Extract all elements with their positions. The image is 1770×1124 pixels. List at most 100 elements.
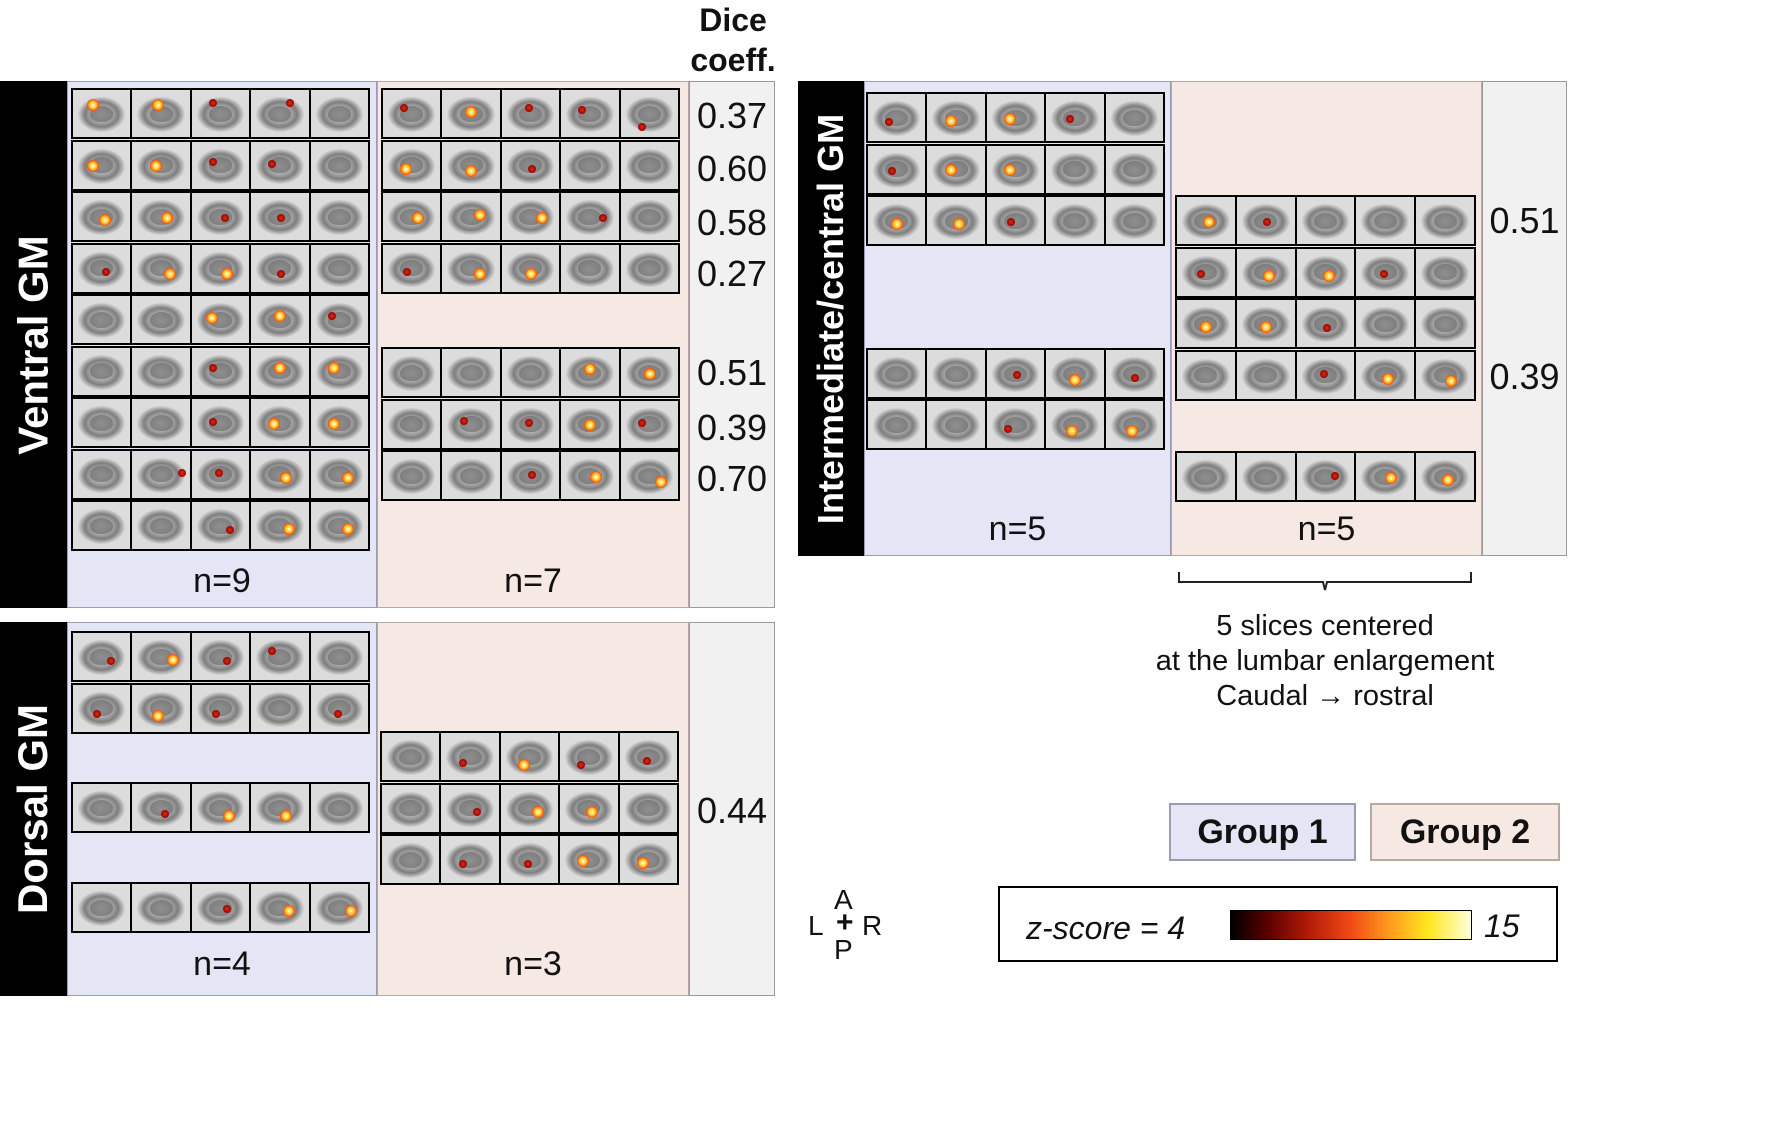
- mri-slice: [927, 197, 985, 244]
- mri-slice: [927, 401, 985, 448]
- mri-slice: [442, 452, 500, 499]
- mri-slice: [132, 684, 190, 732]
- mri-slice: [1177, 248, 1235, 296]
- dorsal-gm-label: Dorsal GM: [9, 703, 57, 915]
- mri-slice: [382, 733, 440, 780]
- activation-blob: [342, 471, 355, 484]
- mri-slice: [619, 784, 678, 832]
- activation-blob: [400, 104, 409, 113]
- intermediate-dice-value: 0.51: [1489, 200, 1560, 241]
- activation-blob: [274, 361, 287, 374]
- mri-slice: [132, 141, 190, 189]
- slice-strip: [380, 782, 679, 834]
- activation-blob: [98, 214, 111, 227]
- activation-blob: [277, 270, 286, 279]
- mri-slice: [1416, 300, 1474, 347]
- zscore-colorbar: [1230, 910, 1472, 940]
- mri-slice: [310, 684, 369, 732]
- mri-slice: [1416, 351, 1474, 399]
- mri-slice: [251, 399, 309, 446]
- activation-blob: [1125, 424, 1138, 437]
- mri-slice: [382, 784, 440, 832]
- mri-slice: [561, 400, 619, 448]
- mri-slice: [251, 784, 309, 831]
- slice-strip: [381, 191, 680, 242]
- mri-slice: [441, 784, 499, 832]
- mri-slice: [73, 684, 131, 732]
- activation-blob: [1197, 269, 1206, 278]
- mri-slice: [132, 884, 190, 931]
- activation-blob: [1259, 321, 1272, 334]
- activation-blob: [403, 268, 412, 276]
- activation-blob: [1442, 474, 1455, 487]
- mri-slice: [560, 784, 618, 832]
- mri-slice: [132, 450, 190, 498]
- slice-strip: [381, 398, 680, 450]
- ventral-dice-panel: [689, 81, 775, 608]
- orientation-center: +: [836, 906, 854, 939]
- mri-slice: [442, 90, 500, 137]
- activation-blob: [532, 805, 545, 818]
- slice-strip: [1175, 349, 1476, 401]
- activation-blob: [285, 99, 294, 108]
- activation-blob: [268, 647, 277, 656]
- activation-blob: [226, 525, 235, 534]
- mri-slice: [251, 633, 309, 680]
- mri-slice: [561, 193, 619, 240]
- mri-slice: [191, 684, 250, 732]
- activation-blob: [589, 470, 602, 483]
- activation-blob: [1004, 424, 1013, 433]
- mri-slice: [500, 784, 559, 832]
- activation-blob: [211, 710, 220, 719]
- activation-blob: [527, 165, 536, 173]
- mri-slice: [1177, 197, 1235, 244]
- slice-strip: [71, 191, 370, 242]
- activation-blob: [1262, 218, 1271, 227]
- mri-slice: [986, 401, 1045, 448]
- activation-blob: [636, 857, 649, 870]
- mri-slice: [560, 733, 618, 780]
- mri-slice: [1046, 145, 1104, 193]
- mri-slice: [73, 633, 131, 680]
- activation-blob: [220, 214, 229, 223]
- activation-blob: [223, 809, 236, 822]
- mri-slice: [191, 90, 250, 137]
- mri-slice: [251, 296, 309, 343]
- mri-slice: [501, 349, 560, 396]
- activation-blob: [953, 218, 966, 231]
- mri-slice: [383, 349, 441, 396]
- ventral-dice-value: 0.58: [696, 202, 768, 243]
- slice-strip: [381, 139, 680, 191]
- activation-blob: [282, 905, 295, 918]
- mri-slice: [191, 633, 250, 680]
- mri-slice: [1296, 248, 1355, 296]
- mri-slice: [191, 296, 250, 343]
- activation-blob: [598, 214, 607, 223]
- ventral-gm-label-bar: Ventral GM: [0, 81, 67, 608]
- activation-blob: [472, 808, 481, 816]
- activation-blob: [465, 165, 478, 177]
- mri-slice: [1356, 300, 1415, 347]
- mri-slice: [620, 90, 679, 137]
- activation-blob: [161, 809, 170, 818]
- orientation-anterior: A: [834, 884, 853, 915]
- slice-strip: [71, 682, 370, 734]
- mri-slice: [383, 400, 441, 448]
- mri-slice: [1236, 453, 1295, 500]
- activation-blob: [327, 417, 340, 430]
- activation-blob: [518, 758, 531, 771]
- mri-slice: [132, 296, 190, 343]
- mri-slice: [191, 141, 250, 189]
- ventral-dice-value: 0.60: [696, 148, 768, 189]
- mri-slice: [73, 193, 131, 240]
- mri-slice: [132, 193, 190, 240]
- ventral-dice-value: 0.39: [696, 407, 768, 448]
- activation-blob: [465, 106, 478, 119]
- mri-slice: [383, 90, 441, 137]
- activation-blob: [1004, 164, 1017, 177]
- dorsal-group1-n: n=4: [193, 945, 251, 983]
- mri-slice: [442, 141, 500, 189]
- activation-blob: [527, 470, 536, 479]
- mri-slice: [986, 197, 1045, 244]
- mri-slice: [561, 452, 619, 499]
